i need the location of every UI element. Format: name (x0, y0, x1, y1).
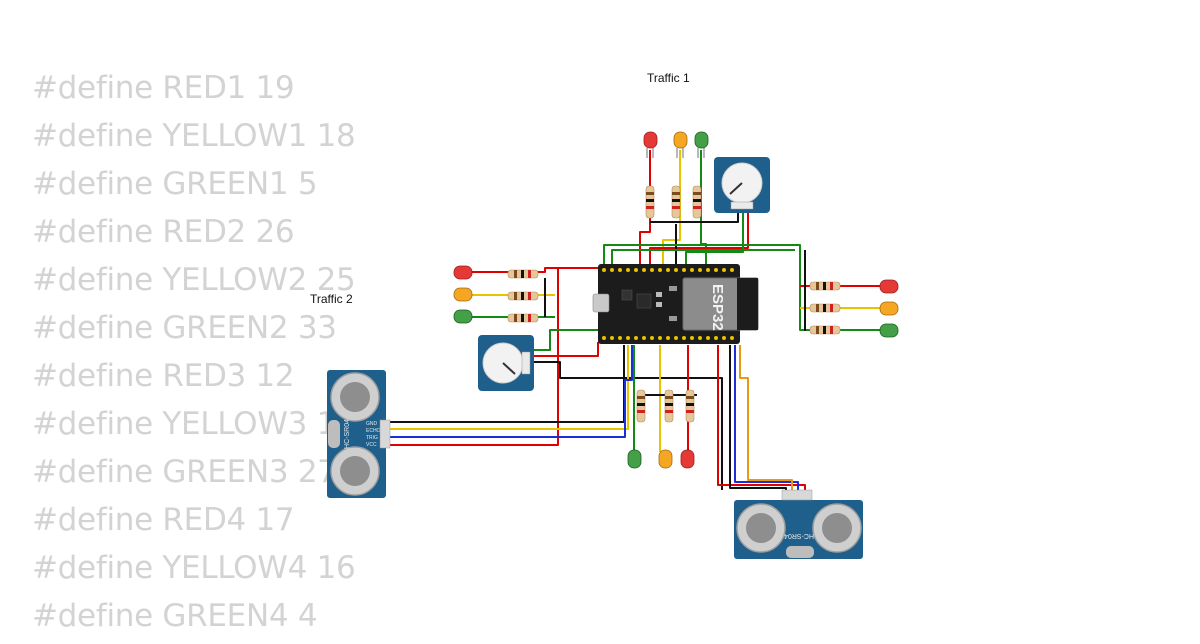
define-line: #define GREEN3 27 (32, 454, 337, 490)
traffic-4-group (809, 279, 899, 338)
define-line: #define RED3 12 (32, 358, 295, 394)
define-line: #define GREEN1 5 (32, 166, 318, 202)
potentiometer[interactable] (478, 335, 534, 391)
wire (685, 205, 744, 268)
sensor-part-label: HC-SR04 (344, 419, 351, 449)
red-led (643, 131, 658, 158)
usb-port (592, 293, 610, 313)
green-led (879, 323, 899, 338)
resistor (507, 291, 539, 301)
sensor-pin-label: ECHO (366, 428, 381, 434)
wire (649, 205, 749, 268)
ultrasonic-sensor: HC-SR04 (734, 489, 863, 559)
define-line: #define RED2 26 (32, 214, 295, 250)
resistor (685, 389, 695, 423)
sensor-pin-label: TRIG (366, 435, 378, 441)
define-line: #define YELLOW4 16 (32, 550, 356, 586)
wire (390, 345, 633, 438)
sensor-pin-label: GND (366, 421, 378, 427)
wire (390, 345, 629, 430)
traffic-2-label: Traffic 2 (310, 292, 353, 306)
resistor (664, 389, 674, 423)
resistor (645, 185, 655, 219)
wire (527, 329, 600, 351)
green-led (453, 309, 473, 324)
resistor (692, 185, 702, 219)
wire (729, 345, 787, 492)
red-led (453, 265, 473, 280)
potentiometer[interactable] (714, 157, 770, 213)
circuit-schematic: ESP32 HC-SR04 GND ECHO TRIG VCC HC-SR04 (327, 131, 899, 559)
define-line: #define YELLOW3 1 (32, 406, 337, 442)
green-led (694, 131, 709, 158)
wire (527, 342, 599, 357)
sensor-part-label: HC-SR04 (784, 532, 814, 539)
resistor (636, 389, 646, 423)
esp32-chip-label: ESP32 (709, 284, 726, 331)
yellow-led (658, 449, 673, 469)
wire (734, 345, 799, 492)
yellow-led (453, 287, 473, 302)
define-line: #define YELLOW1 18 (32, 118, 356, 154)
resistor (507, 313, 539, 323)
define-line: #define GREEN4 4 (32, 598, 318, 634)
wire (527, 361, 723, 490)
green-led (627, 449, 642, 469)
define-line: #define YELLOW2 25 (32, 262, 356, 298)
sensor-pin-label: VCC (366, 442, 377, 448)
wire (611, 249, 795, 268)
traffic-1-group (643, 131, 709, 219)
esp32-board[interactable]: ESP32 (592, 264, 759, 344)
wire (390, 268, 559, 446)
red-led (879, 279, 899, 294)
define-list: #define RED1 19 #define YELLOW1 18 #defi… (32, 68, 356, 644)
traffic-3-group (627, 389, 695, 469)
yellow-led (673, 131, 688, 158)
wire (739, 345, 793, 492)
resistor (809, 303, 841, 313)
resistor (809, 325, 841, 335)
wire (717, 345, 806, 492)
yellow-led (879, 301, 899, 316)
resistor (671, 185, 681, 219)
traffic-1-label: Traffic 1 (647, 71, 690, 85)
red-led (680, 449, 695, 469)
resistor (507, 269, 539, 279)
ultrasonic-sensor: HC-SR04 GND ECHO TRIG VCC (327, 370, 391, 498)
resistor (809, 281, 841, 291)
pin-header (602, 268, 734, 340)
define-line: #define RED1 19 (32, 70, 295, 106)
define-line: #define RED4 17 (32, 502, 295, 538)
define-line: #define GREEN2 33 (32, 310, 337, 346)
traffic-2-group (453, 265, 539, 324)
